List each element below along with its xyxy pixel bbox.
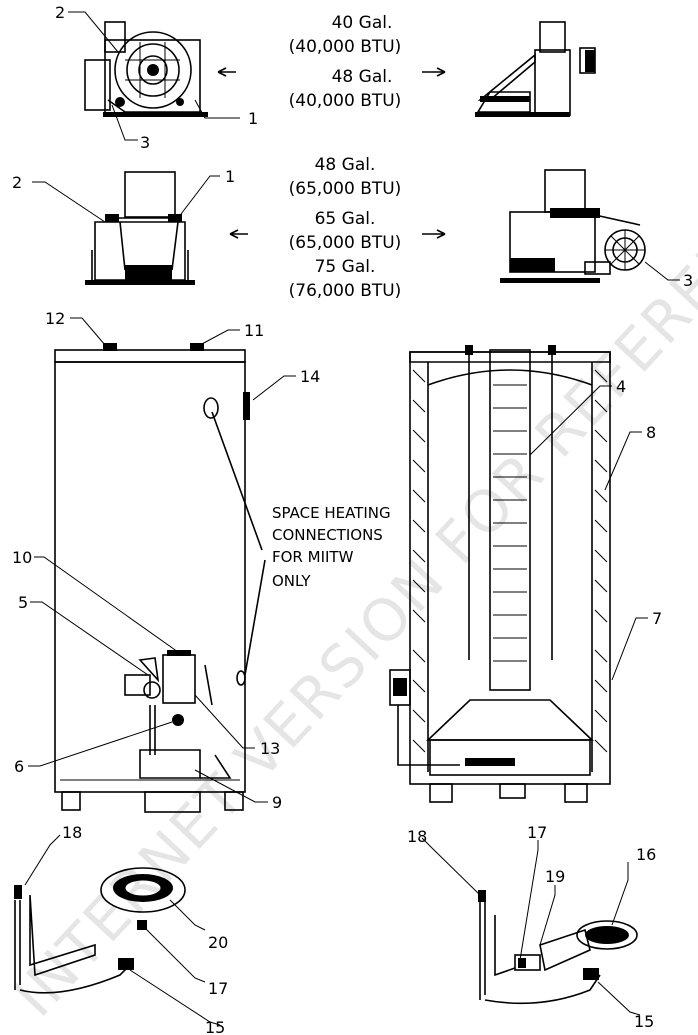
callout-3-top: 3 <box>140 133 150 152</box>
callout-2-top: 2 <box>55 3 65 22</box>
blower-assembly-40gal-side <box>475 21 596 117</box>
callout-8: 8 <box>646 423 656 442</box>
callout-12: 12 <box>45 309 65 328</box>
caption-76k-btu: (76,000 BTU) <box>289 281 402 301</box>
caption-40k-btu-2: (40,000 BTU) <box>289 91 402 111</box>
callout-14: 14 <box>300 367 320 386</box>
callout-2-mid: 2 <box>12 173 22 192</box>
callout-16: 16 <box>636 845 656 864</box>
arrow-left-top <box>217 67 236 77</box>
burner-assembly-right <box>478 890 638 1005</box>
callout-15-left: 15 <box>205 1018 225 1035</box>
arrow-right-mid <box>422 229 446 239</box>
callout-6: 6 <box>14 757 24 776</box>
note-line-3: FOR MIITW <box>272 548 354 566</box>
caption-65gal: 65 Gal. <box>315 209 376 229</box>
callout-leaders <box>24 11 680 1026</box>
caption-40k-btu: (40,000 BTU) <box>289 37 402 57</box>
note-line-1: SPACE HEATING <box>272 504 391 522</box>
callout-7: 7 <box>652 609 662 628</box>
callout-17-left: 17 <box>208 979 228 998</box>
callout-18-right: 18 <box>407 827 427 846</box>
callout-3-mid: 3 <box>683 271 693 290</box>
callout-17-right: 17 <box>527 823 547 842</box>
callout-9: 9 <box>272 793 282 812</box>
note-line-2: CONNECTIONS <box>272 526 383 544</box>
water-heater-exterior <box>54 343 266 813</box>
arrow-right-top <box>422 67 446 77</box>
caption-75gal: 75 Gal. <box>315 257 376 277</box>
callout-13: 13 <box>260 739 280 758</box>
note-line-4: ONLY <box>272 572 311 590</box>
burner-assembly-left <box>14 867 186 994</box>
callout-1-top: 1 <box>248 109 258 128</box>
callout-11: 11 <box>244 321 264 340</box>
caption-48gal: 48 Gal. <box>332 67 393 87</box>
caption-48gal-b: 48 Gal. <box>315 155 376 175</box>
blower-assembly-65gal-side <box>500 169 646 283</box>
caption-65k-btu: (65,000 BTU) <box>289 179 402 199</box>
callout-4: 4 <box>616 377 626 396</box>
callout-20: 20 <box>208 933 228 952</box>
blower-assembly-65gal-front <box>85 171 195 285</box>
blower-assembly-40gal-front <box>84 21 208 117</box>
caption-65k-btu-2: (65,000 BTU) <box>289 233 402 253</box>
callout-19: 19 <box>545 867 565 886</box>
callout-1-mid: 1 <box>225 167 235 186</box>
callout-5: 5 <box>18 593 28 612</box>
callout-18-left: 18 <box>62 823 82 842</box>
arrow-left-mid <box>229 229 248 239</box>
caption-40gal: 40 Gal. <box>332 13 393 33</box>
water-heater-cutaway <box>389 345 611 803</box>
callout-10: 10 <box>12 548 32 567</box>
callout-15-right: 15 <box>634 1012 654 1031</box>
